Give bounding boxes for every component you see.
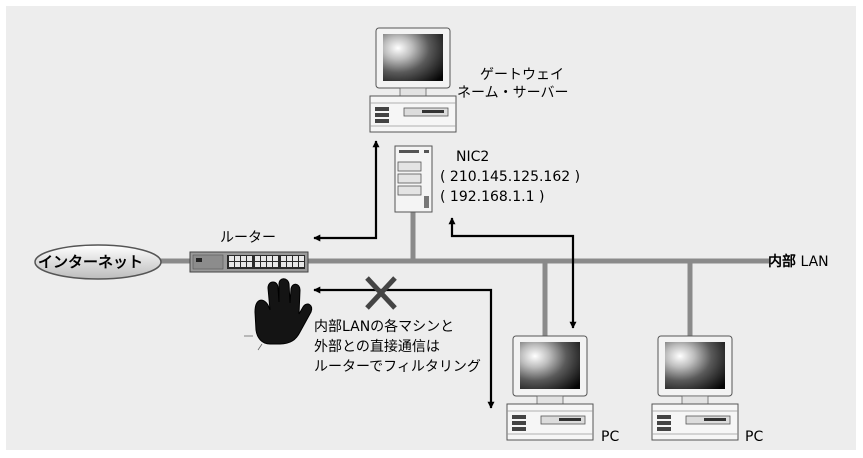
gateway-computer-icon [369, 27, 457, 133]
arrow-nic-pc [448, 217, 577, 329]
gateway-label-line2: ネーム・サーバー [457, 85, 569, 101]
arrow-blocked-route [313, 286, 495, 409]
filter-note-line1: 内部LANの各マシンと [314, 319, 455, 335]
internet-cloud [34, 244, 162, 280]
stop-hand-icon [244, 278, 313, 351]
block-x-mark-icon [365, 276, 397, 310]
nic-tower-icon [394, 145, 433, 213]
internal-lan-bold: 内部 [768, 254, 796, 270]
nic-name-label: NIC2 [456, 149, 490, 165]
gateway-label-line1: ゲートウェイ [480, 67, 564, 83]
internet-label: インターネット [38, 253, 144, 271]
router-label: ルーター [220, 230, 276, 246]
nic-external-ip: ( 210.145.125.162 ) [440, 169, 581, 185]
internal-lan-suffix: LAN [796, 254, 829, 270]
pc-label-1: PC [601, 429, 620, 445]
router-icon [189, 251, 309, 273]
pc-computer-icon-1 [506, 335, 594, 441]
data-flow-arrows [313, 140, 577, 409]
arrow-router-gateway [313, 140, 380, 242]
nic-internal-ip: ( 192.168.1.1 ) [440, 189, 545, 205]
pc-computer-icon-2 [651, 335, 739, 441]
filter-note-line2: 外部との直接通信は [314, 339, 440, 355]
internal-lan-label: 内部 LAN [768, 253, 829, 271]
pc-label-2: PC [745, 429, 764, 445]
filter-note-line3: ルーターでフィルタリング [314, 359, 481, 375]
